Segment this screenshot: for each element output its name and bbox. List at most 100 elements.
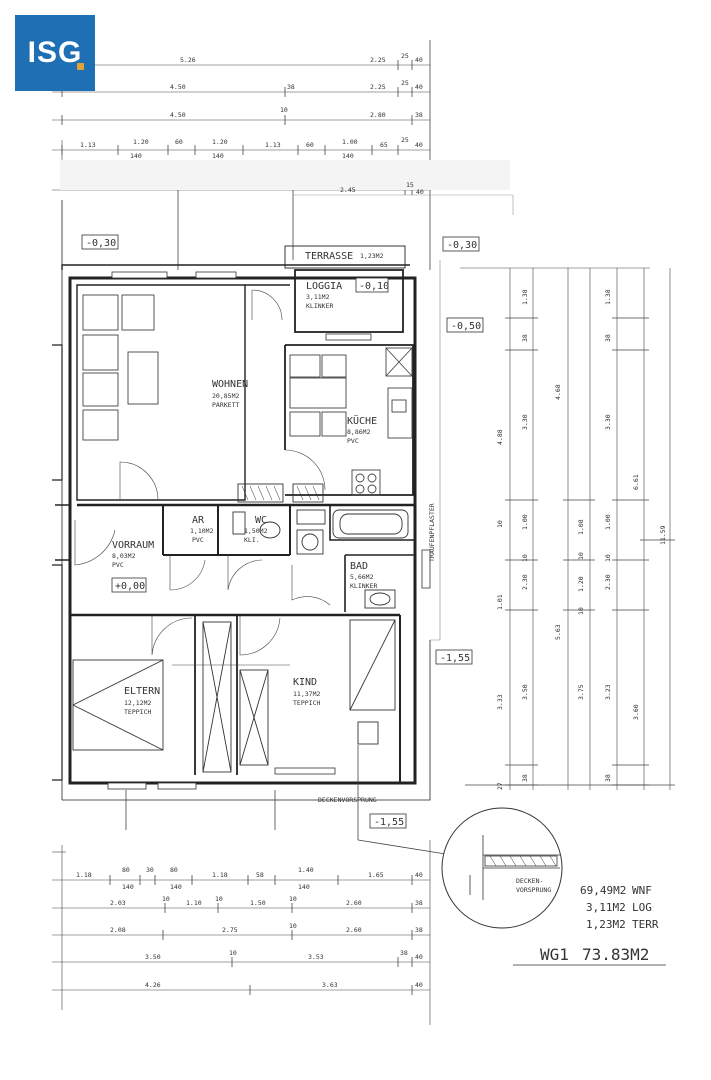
dim-text: 60 bbox=[306, 141, 314, 149]
trafo-label: TRAUFENPFLASTER bbox=[428, 503, 436, 562]
dim-text: 2.30 bbox=[521, 574, 529, 590]
dim-text: 40 bbox=[415, 871, 423, 879]
dim-text: 27 bbox=[496, 782, 504, 790]
dim-text: 40 bbox=[415, 953, 423, 961]
dim-text: 25 bbox=[401, 79, 409, 87]
dim-text: 4.50 bbox=[170, 111, 186, 119]
dim-text: 40 bbox=[415, 141, 423, 149]
summary-id: WG1 bbox=[540, 945, 569, 964]
dim-text: 40 bbox=[415, 56, 423, 64]
dim-text: 10 bbox=[496, 520, 504, 528]
dim-text: 38 bbox=[604, 774, 612, 782]
dim-text: 80 bbox=[170, 866, 178, 874]
leader-lines bbox=[125, 664, 453, 856]
room-area: 1,10M2 bbox=[190, 527, 214, 535]
dim-text: 1.38 bbox=[604, 289, 612, 305]
room-area: 8,03M2 bbox=[112, 552, 136, 560]
dim-text: 38 bbox=[604, 334, 612, 342]
dim-text: 2.75 bbox=[222, 926, 238, 934]
dim-text: 1.08 bbox=[577, 519, 585, 535]
dim-text: 10 bbox=[162, 895, 170, 903]
dim-text: 65 bbox=[380, 141, 388, 149]
dim-text: 1.20 bbox=[133, 138, 149, 146]
level-marker: -0,10 bbox=[359, 281, 389, 292]
dim-text: 1.20 bbox=[577, 576, 585, 592]
living-furniture bbox=[82, 289, 283, 441]
room-name: AR bbox=[192, 515, 205, 526]
detail-label: DECKEN- bbox=[516, 877, 543, 885]
dim-text: 2.60 bbox=[346, 899, 362, 907]
dim-text: 2.08 bbox=[110, 926, 126, 934]
dim-text: 25 bbox=[401, 136, 409, 144]
room-name: BAD bbox=[350, 561, 368, 572]
dim-text: 4.68 bbox=[554, 384, 562, 400]
dim-text: 140 bbox=[170, 883, 182, 891]
room-name: WOHNEN bbox=[212, 379, 248, 390]
dim-text: 2.03 bbox=[110, 899, 126, 907]
dim-text: 1.65 bbox=[368, 871, 384, 879]
dim-text: 10 bbox=[289, 922, 297, 930]
top-dimension-texts: 5.26 2.25 25 40 4.50 38 2.25 25 40 4.50 … bbox=[80, 52, 424, 196]
dim-text: 1.18 bbox=[76, 871, 92, 879]
level-markers: -0,30 -0,30 -0,10 -0,50 +0,00 -1,55 -1,5… bbox=[81, 234, 484, 829]
dim-text: 60 bbox=[175, 138, 183, 146]
dim-text: 1.20 bbox=[212, 138, 228, 146]
room-area: 3,11M2 bbox=[306, 293, 330, 301]
dim-text: 40 bbox=[416, 188, 424, 196]
room-floor: PVC bbox=[192, 536, 204, 544]
dim-text: 10 bbox=[577, 607, 585, 615]
dim-text: 11.59 bbox=[659, 525, 667, 545]
dim-text: 3.23 bbox=[604, 684, 612, 700]
dim-text: 10 bbox=[577, 552, 585, 560]
dim-text: 140 bbox=[298, 883, 310, 891]
dim-text: 38 bbox=[287, 83, 295, 91]
area-summary: 69,49M2 WNF 3,11M2 LOG 1,23M2 TERR WG1 7… bbox=[513, 884, 666, 966]
room-floor: KLINKER bbox=[350, 582, 377, 590]
room-area: 1,50M2 bbox=[244, 527, 268, 535]
room-area: 8,86M2 bbox=[347, 428, 371, 436]
room-floor: KLI. bbox=[244, 536, 260, 544]
room-area: 20,85M2 bbox=[212, 392, 239, 400]
dim-text: 2.25 bbox=[370, 56, 386, 64]
room-area: 5,66M2 bbox=[350, 573, 374, 581]
dim-text: 4.26 bbox=[145, 981, 161, 989]
room-name: ELTERN bbox=[124, 686, 160, 697]
top-dimensions bbox=[52, 40, 514, 270]
room-name: VORRAUM bbox=[112, 540, 154, 551]
room-name: KÜCHE bbox=[347, 414, 377, 427]
room-area: 1,23M2 bbox=[360, 252, 384, 260]
summary-area: 3,11M2 bbox=[586, 901, 626, 914]
dim-text: 2.80 bbox=[370, 111, 386, 119]
dim-text: 10 bbox=[229, 949, 237, 957]
level-marker: -0,30 bbox=[447, 240, 477, 251]
room-floor: PVC bbox=[347, 437, 359, 445]
level-marker: -0,30 bbox=[86, 238, 116, 249]
doors bbox=[74, 461, 331, 656]
dim-text: 80 bbox=[122, 866, 130, 874]
summary-area: 69,49M2 bbox=[580, 884, 626, 897]
dim-text: 2.30 bbox=[604, 574, 612, 590]
room-area: 11,37M2 bbox=[293, 690, 320, 698]
dim-text: 3.50 bbox=[145, 953, 161, 961]
dim-text: 38 bbox=[415, 111, 423, 119]
dim-text: 1.00 bbox=[604, 514, 612, 530]
decken-label: DECKENVORSPRUNG bbox=[318, 796, 377, 804]
dim-text: 10 bbox=[215, 895, 223, 903]
dim-text: 6.61 bbox=[632, 474, 640, 490]
room-floor: TEPPICH bbox=[124, 708, 151, 716]
room-name: WC bbox=[255, 515, 267, 526]
dim-text: 1.40 bbox=[298, 866, 314, 874]
dim-text: 3.50 bbox=[521, 684, 529, 700]
dim-text: 38 bbox=[521, 334, 529, 342]
room-name: KIND bbox=[293, 677, 317, 688]
dim-text: 1.38 bbox=[521, 289, 529, 305]
logo-text: ISG bbox=[27, 36, 83, 69]
dim-text: 1.01 bbox=[496, 594, 504, 610]
dim-text: 3.53 bbox=[308, 953, 324, 961]
summary-area: 1,23M2 bbox=[586, 918, 626, 931]
kitchen-furniture bbox=[284, 347, 413, 496]
dim-text: 1.18 bbox=[212, 871, 228, 879]
dim-text: 3.30 bbox=[604, 414, 612, 430]
dim-text: 140 bbox=[122, 883, 134, 891]
dim-text: 3.75 bbox=[577, 684, 585, 700]
